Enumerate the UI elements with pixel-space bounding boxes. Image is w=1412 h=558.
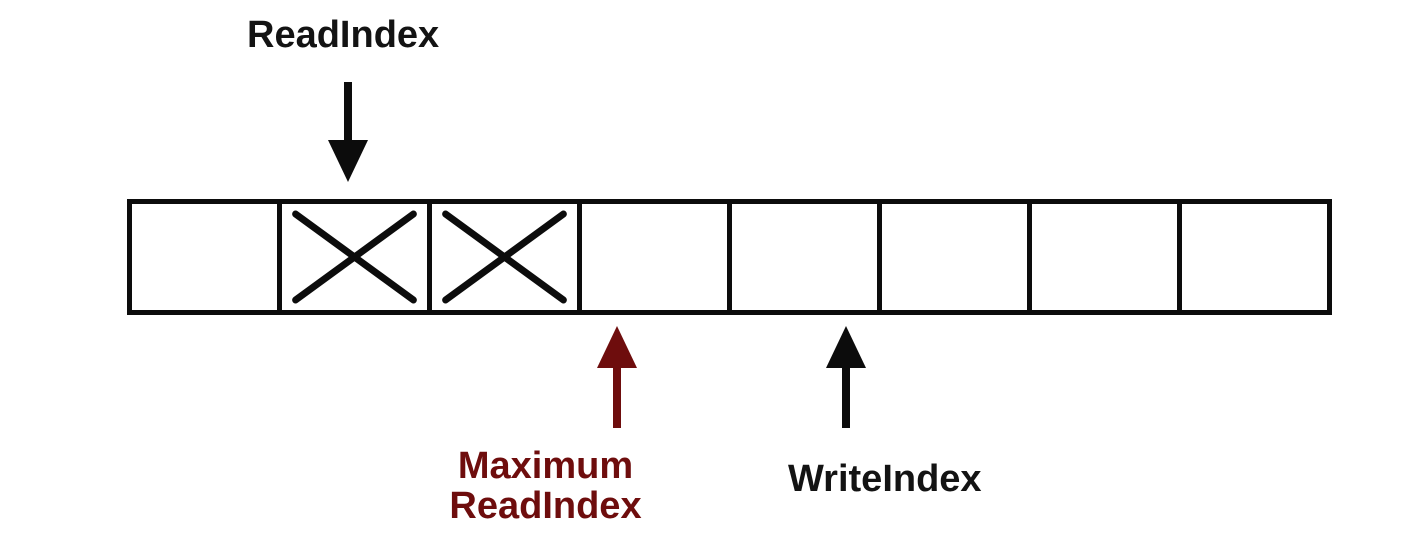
- max-read-index-label: Maximum ReadIndex: [428, 446, 663, 526]
- buffer-cell-crossed: [427, 199, 582, 315]
- buffer-cell: [127, 199, 282, 315]
- write-index-label: WriteIndex: [788, 458, 982, 500]
- buffer-cell: [1027, 199, 1182, 315]
- x-mark-icon: [442, 210, 567, 304]
- buffer-cell: [577, 199, 732, 315]
- buffer-cell: [877, 199, 1032, 315]
- max-read-index-label-line2: ReadIndex: [449, 485, 642, 527]
- x-mark-icon: [292, 210, 417, 304]
- read-index-arrow-down-icon: [328, 82, 368, 182]
- buffer-cell: [727, 199, 882, 315]
- buffer-cell-crossed: [277, 199, 432, 315]
- max-read-index-arrow-up-icon: [597, 326, 637, 428]
- write-index-arrow-up-icon: [826, 326, 866, 428]
- buffer-row: [127, 199, 1332, 315]
- read-index-label: ReadIndex: [247, 14, 440, 56]
- max-read-index-label-line1: Maximum: [457, 445, 634, 487]
- buffer-cell: [1177, 199, 1332, 315]
